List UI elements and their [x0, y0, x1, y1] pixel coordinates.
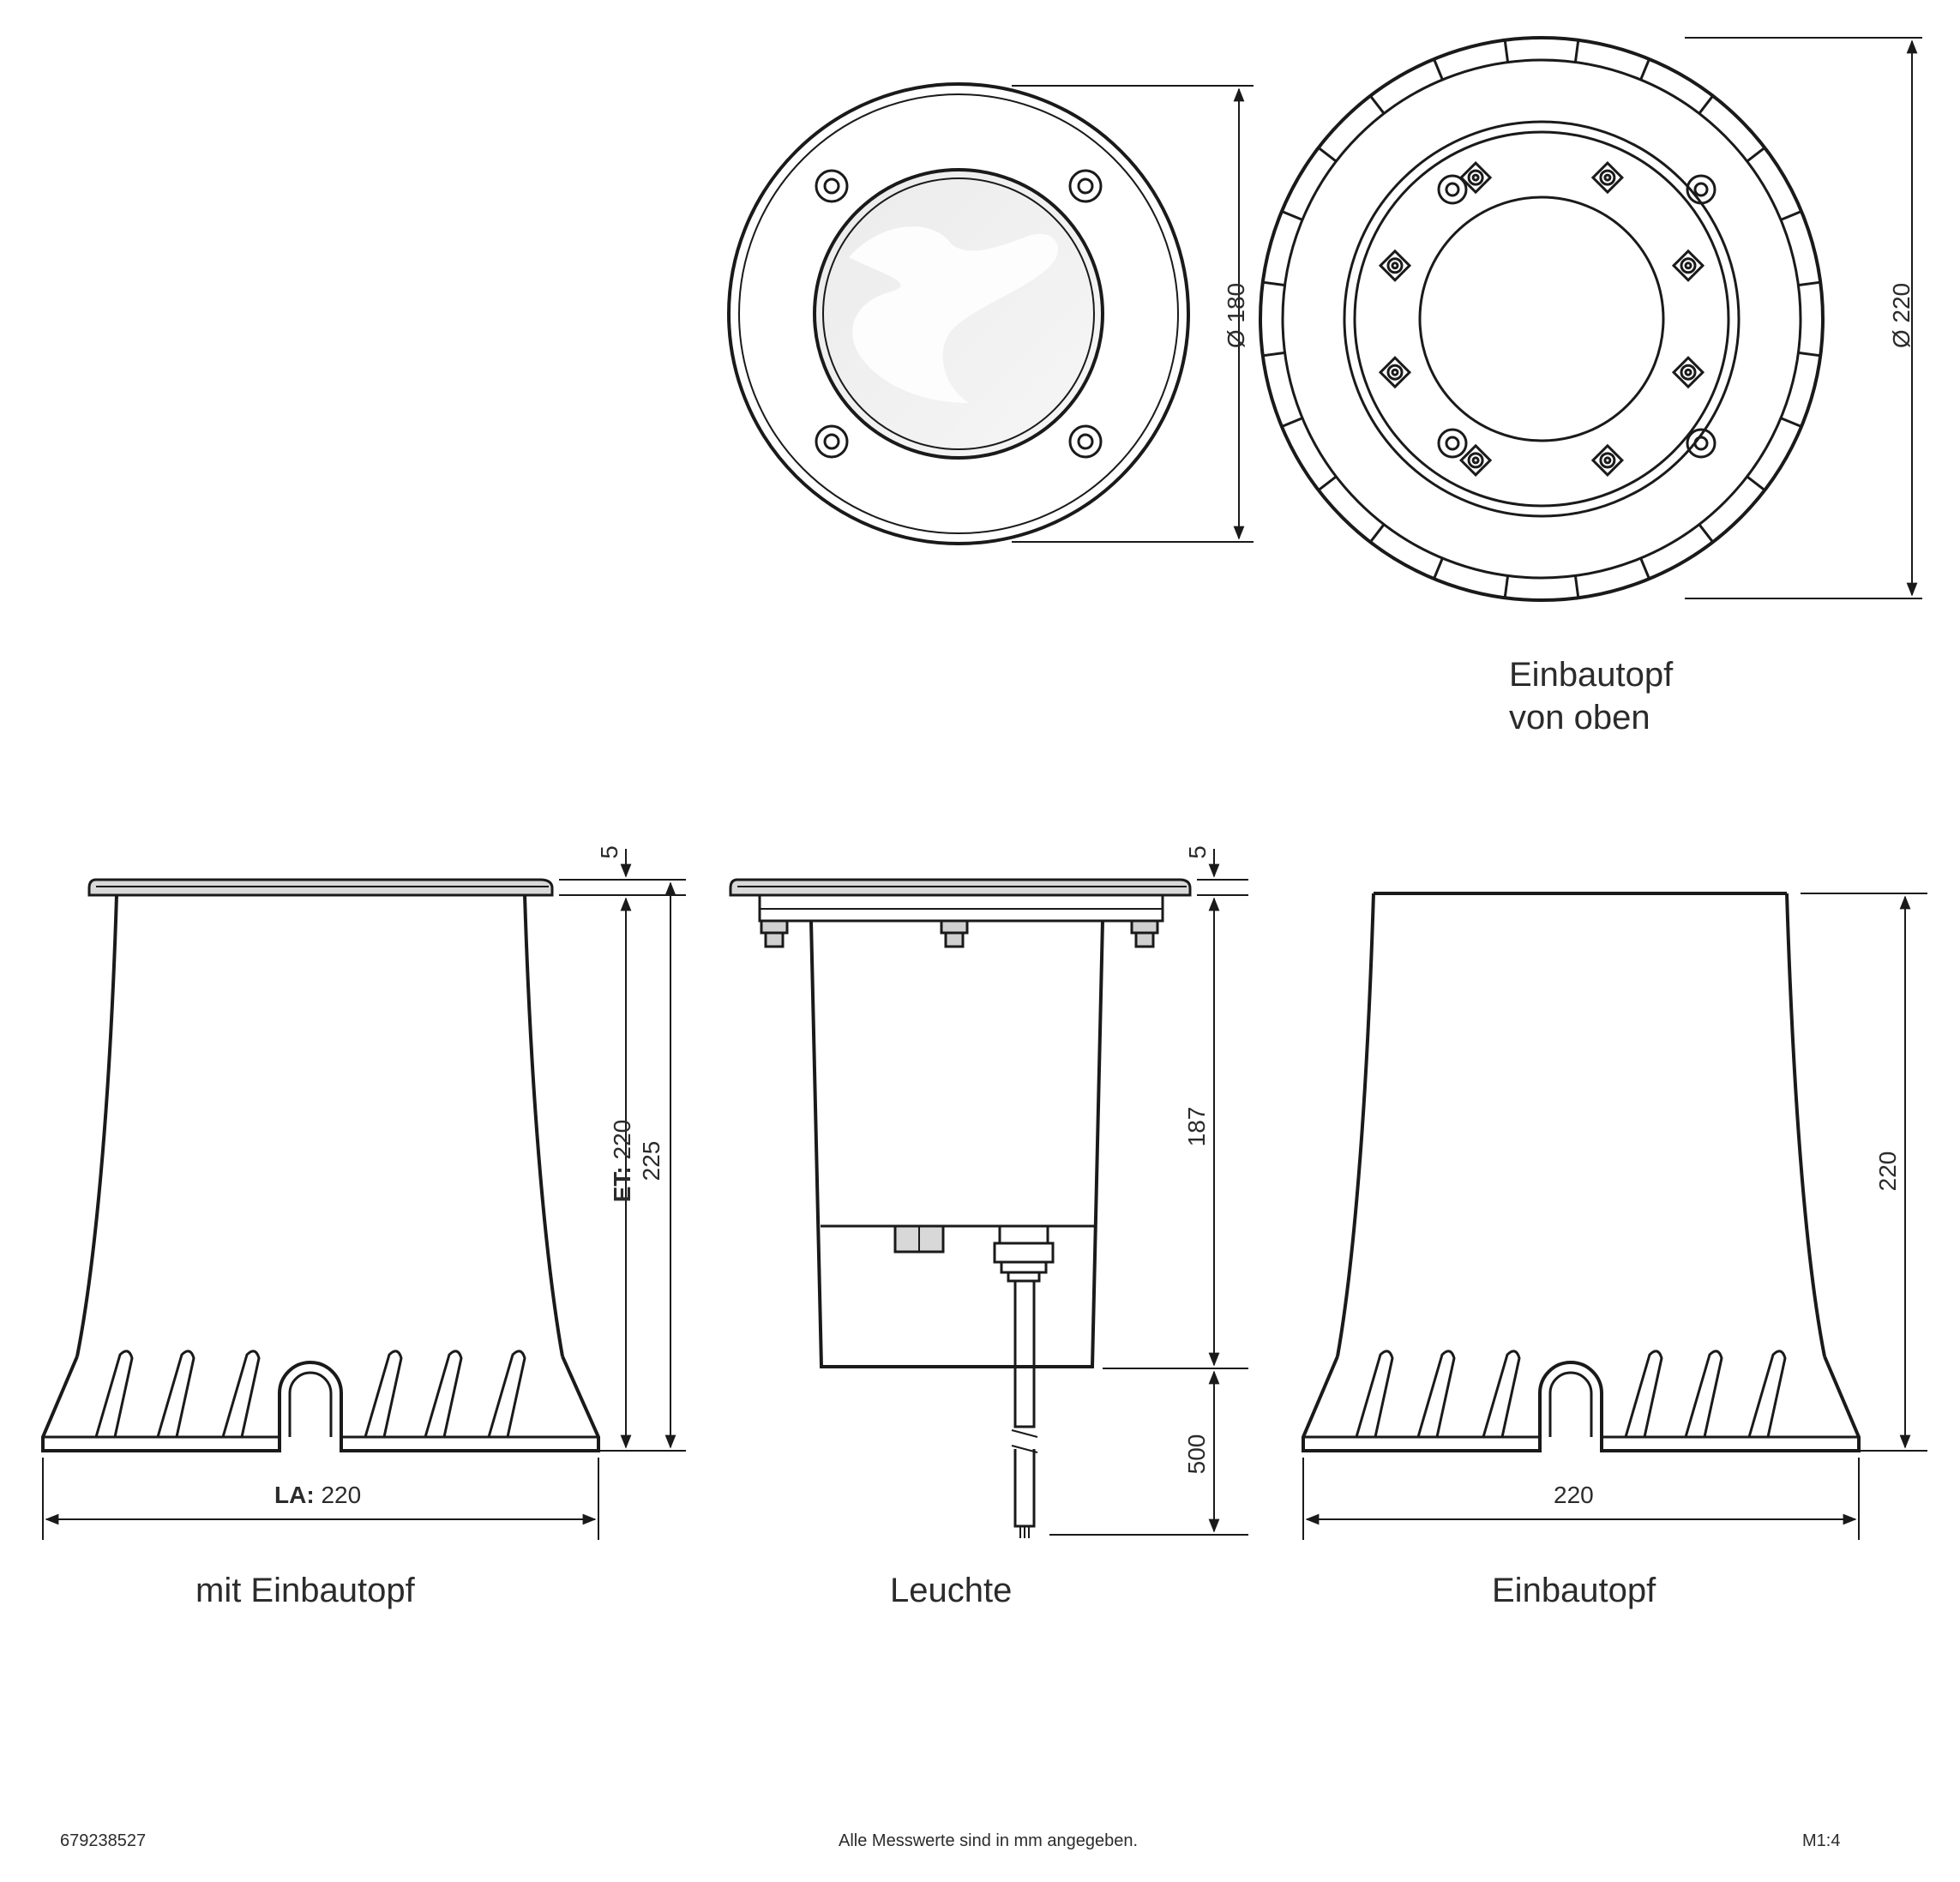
rim-rib	[1281, 210, 1303, 221]
dim-la-prefix: LA:	[274, 1482, 315, 1508]
base-rib	[1747, 1350, 1787, 1438]
base-rib	[1624, 1350, 1663, 1438]
dim-et-prefix: ET:	[609, 1166, 635, 1203]
base-rib	[1355, 1350, 1394, 1438]
pot-screw-square	[1671, 249, 1705, 282]
base-rib	[1416, 1350, 1456, 1438]
pot-screw-square	[1378, 356, 1412, 389]
rim-rib	[1281, 417, 1303, 428]
rim-rib	[1780, 417, 1802, 428]
dim-gap-mid: 5	[1184, 845, 1211, 859]
dim-total-height: 225	[638, 1140, 664, 1182]
pot-screw-square	[1590, 161, 1624, 195]
rim-rib	[1369, 523, 1386, 544]
dim-light-height: 187	[1183, 1106, 1210, 1147]
rim-rib	[1746, 147, 1766, 163]
rim-rib	[1262, 351, 1285, 358]
caption-top-pot-line2: von oben	[1509, 699, 1650, 737]
base-rib	[156, 1350, 195, 1438]
rim-rib	[1639, 557, 1650, 580]
rim-rib	[1317, 475, 1338, 491]
side-view-pot	[1302, 892, 1927, 1540]
dim-et-value: 220	[609, 1119, 635, 1160]
rim-rib	[1503, 39, 1510, 63]
caption-with-pot: mit Einbautopf	[195, 1572, 415, 1609]
dim-la-value: 220	[321, 1482, 362, 1508]
screw-bottom-right	[1068, 424, 1103, 459]
dim-la: LA: 220	[274, 1482, 361, 1509]
rim-rib	[1698, 94, 1714, 115]
screw-top-right	[1068, 169, 1103, 203]
dim-pot-diameter: Ø 220	[1888, 282, 1915, 349]
scale-label: M1:4	[1802, 1831, 1841, 1850]
rim-rib	[1262, 280, 1285, 287]
rim-rib	[1780, 210, 1802, 221]
top-view-light	[727, 82, 1254, 545]
base-rib	[94, 1350, 134, 1438]
dim-gap-left: 5	[596, 845, 622, 859]
pot-screw-square	[1671, 356, 1705, 389]
base-rib	[487, 1350, 526, 1438]
article-number: 679238527	[60, 1831, 147, 1850]
rim-rib	[1798, 351, 1821, 358]
base-rib	[364, 1350, 403, 1438]
base-rib	[1684, 1350, 1723, 1438]
pot-screw-round	[1437, 174, 1468, 205]
caption-top-pot: Einbautopf von oben	[1509, 653, 1673, 739]
screw-bottom-left	[815, 424, 849, 459]
rim-rib	[1433, 58, 1444, 81]
pot-screw-square	[1590, 443, 1624, 477]
side-view-with-pot	[41, 849, 686, 1540]
measurement-note: Alle Messwerte sind in mm angegeben.	[839, 1831, 1139, 1850]
rim-rib	[1317, 147, 1338, 163]
pot-screw-square	[1459, 161, 1493, 195]
rim-rib	[1369, 94, 1386, 115]
pot-screw-round	[1686, 428, 1717, 459]
rim-rib	[1746, 475, 1766, 491]
rim-rib	[1573, 39, 1580, 63]
rim-rib	[1433, 557, 1444, 580]
top-view-pot	[1259, 36, 1922, 602]
rim-rib	[1798, 280, 1821, 287]
base-rib	[424, 1350, 463, 1438]
light-screw-mid	[940, 919, 969, 948]
dim-pot-height: 220	[1874, 1151, 1901, 1192]
rim-rib	[1698, 523, 1714, 544]
dim-pot-width: 220	[1554, 1482, 1594, 1508]
pot-screw-square	[1459, 443, 1493, 477]
base-rib	[221, 1350, 261, 1438]
pot-screw-round	[1437, 428, 1468, 459]
side-view-light	[729, 849, 1248, 1538]
light-screw-left	[760, 919, 789, 948]
rim-rib	[1573, 575, 1580, 598]
pot-screw-square	[1378, 249, 1412, 282]
caption-pot: Einbautopf	[1492, 1572, 1656, 1609]
base-rib	[1482, 1350, 1521, 1438]
light-screw-right	[1130, 919, 1159, 948]
rim-rib	[1639, 58, 1650, 81]
dim-cable-length: 500	[1183, 1434, 1210, 1475]
base-ribs	[94, 1350, 526, 1438]
caption-light: Leuchte	[890, 1572, 1013, 1609]
pot-screws	[1378, 161, 1717, 477]
screw-top-left	[815, 169, 849, 203]
base-ribs	[1355, 1350, 1787, 1438]
caption-top-pot-line1: Einbautopf	[1509, 656, 1674, 694]
pot-rim-ribs	[1262, 39, 1821, 598]
dim-et: ET: 220	[609, 1101, 636, 1221]
pot-screw-round	[1686, 174, 1717, 205]
dim-light-diameter: Ø 180	[1223, 282, 1249, 349]
rim-rib	[1503, 575, 1510, 598]
